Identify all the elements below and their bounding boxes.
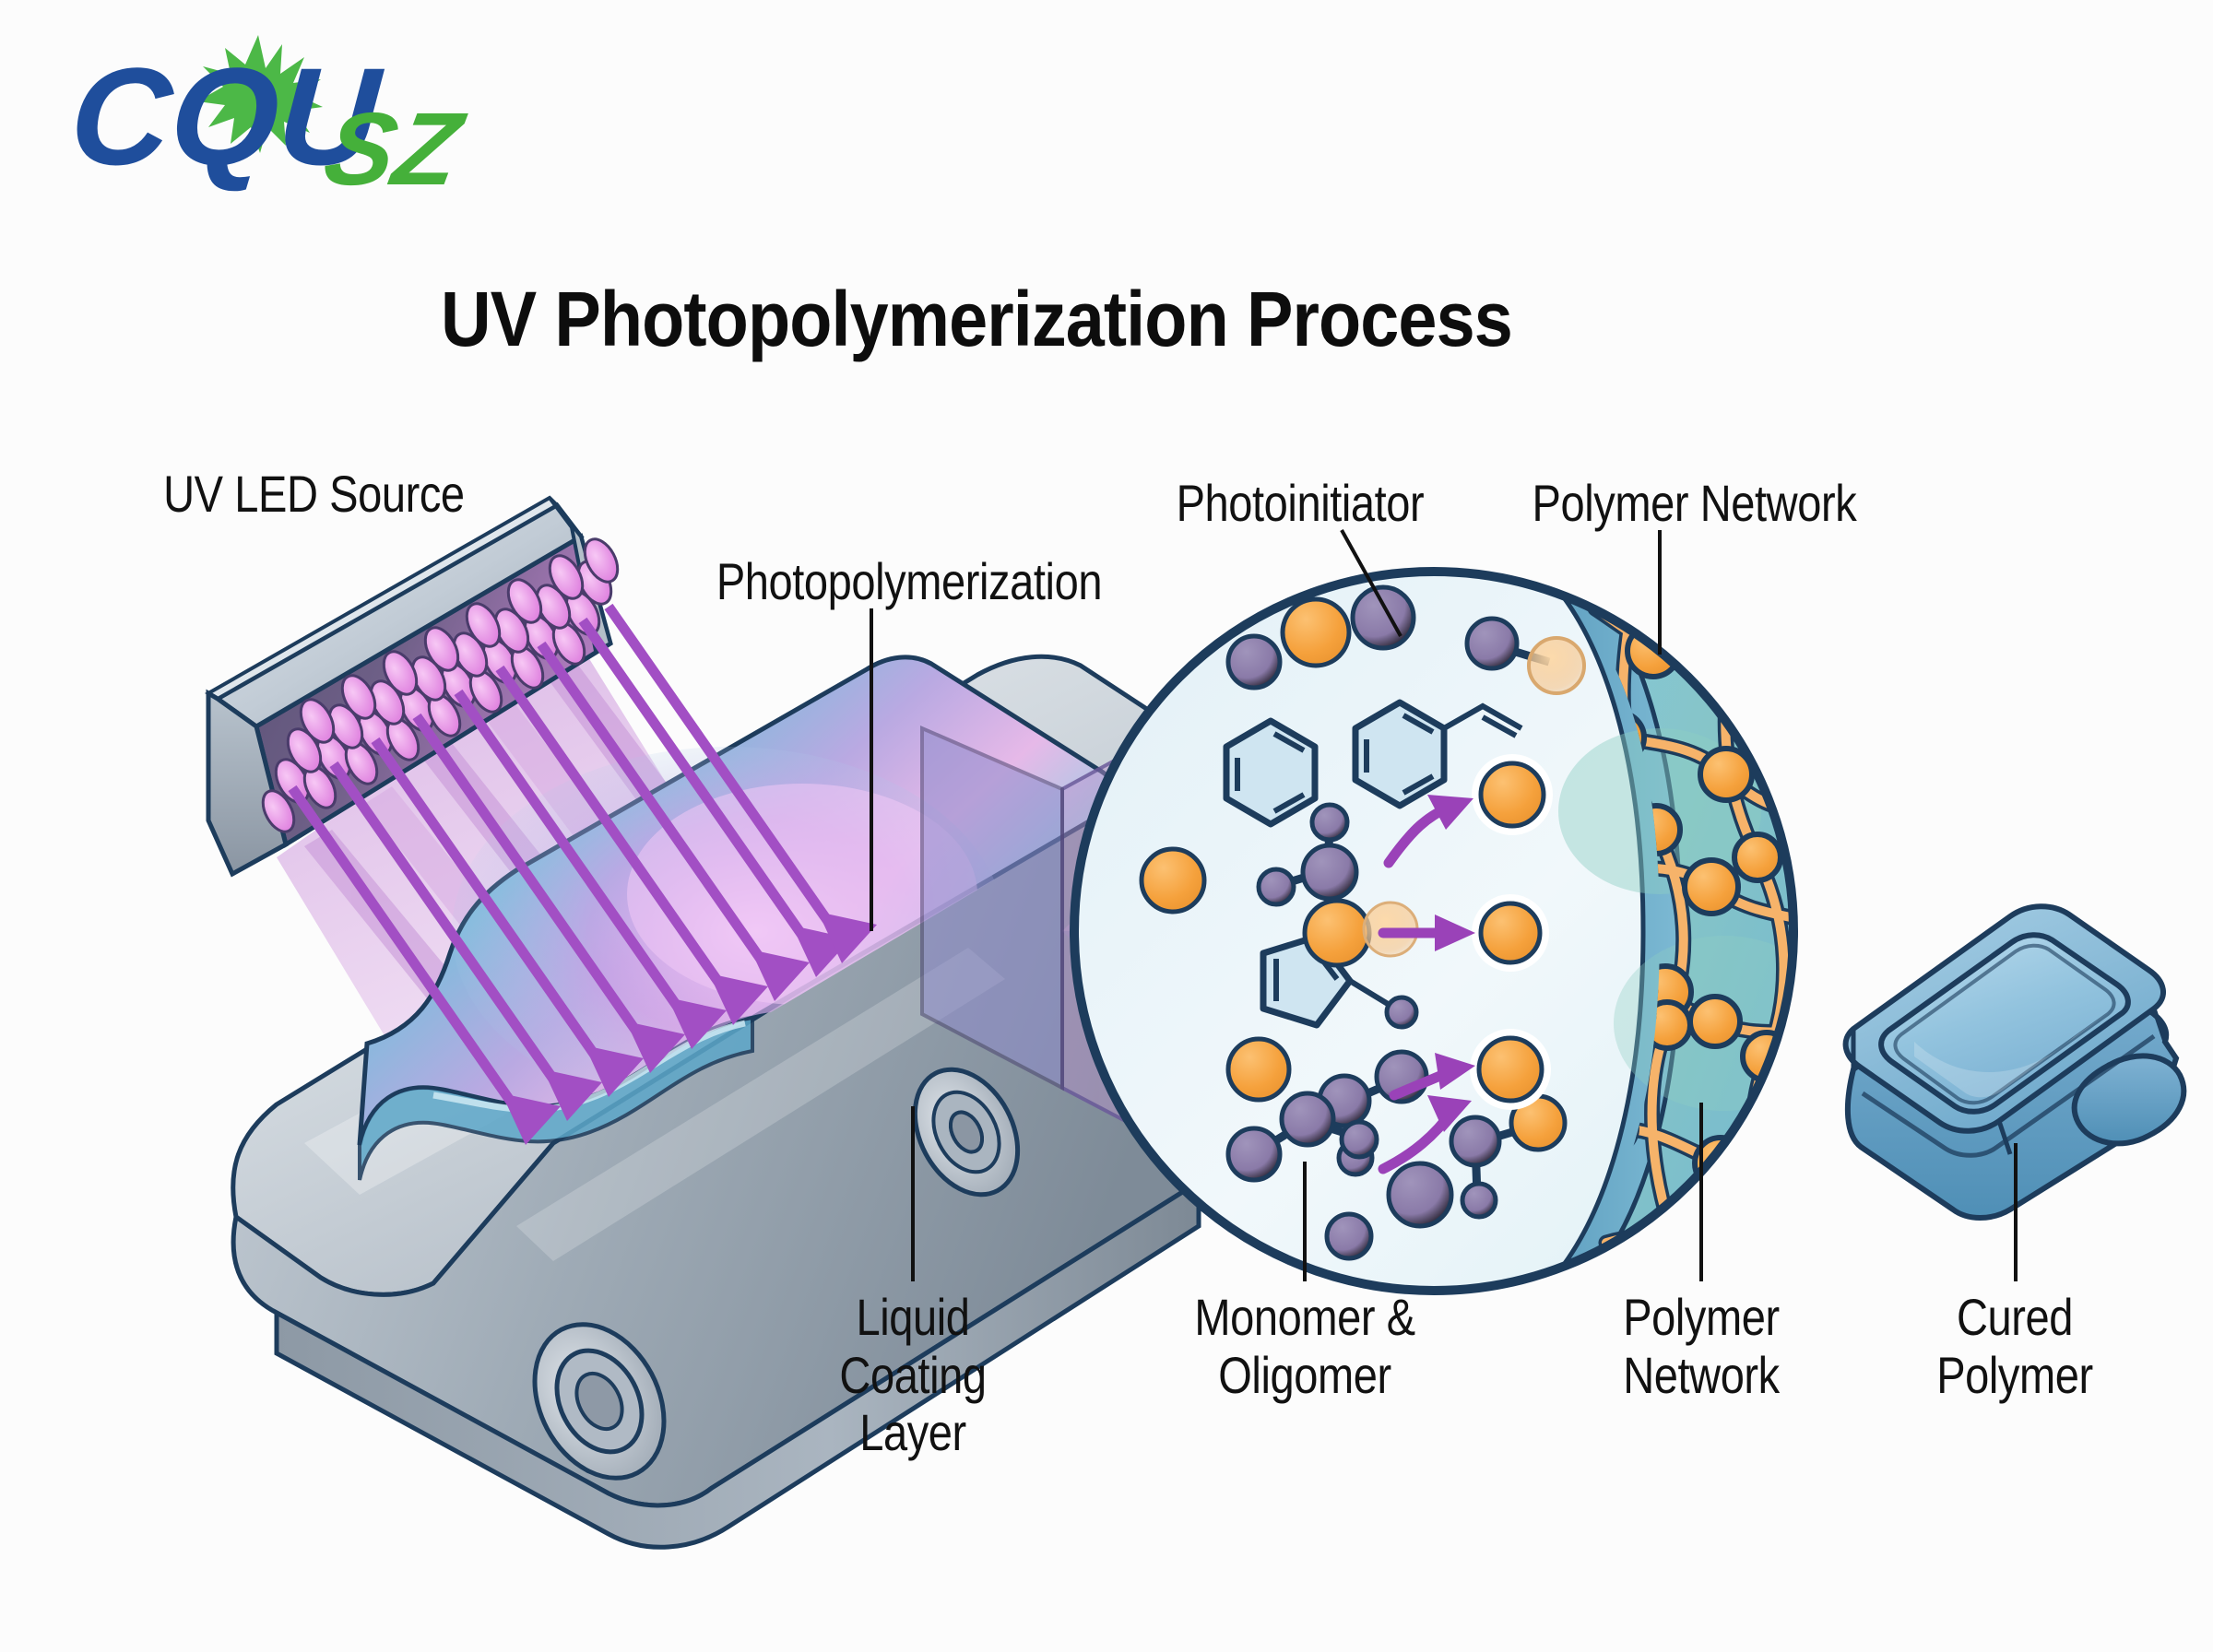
leader-lines <box>870 529 2018 1281</box>
monomer-sphere <box>1225 584 1454 1261</box>
logo: CQU SZ <box>72 26 662 210</box>
monomer-molecule <box>1256 802 1359 907</box>
radical-sphere <box>1470 754 1553 1110</box>
starburst-icon <box>197 35 323 153</box>
logo-primary-text: CQU <box>72 39 387 194</box>
label-polymer-network-top: Polymer Network <box>1532 474 1857 532</box>
label-uv-led-source: UV LED Source <box>163 465 465 523</box>
belt-roller-left <box>532 1322 667 1481</box>
uv-beam-arrowheads <box>502 912 877 1145</box>
reaction-arrowhead <box>1427 795 1475 1132</box>
cured-polymer-part <box>1842 903 2187 1221</box>
label-photoinitiator: Photoinitiator <box>1176 474 1425 532</box>
label-monomer-oligomer: Monomer & Oligomer <box>1194 1288 1415 1404</box>
monomer-molecule <box>1464 616 1586 695</box>
uv-led-panel <box>205 495 620 878</box>
label-photopolymerization: Photopolymerization <box>716 552 1103 610</box>
belt-roller-right <box>912 1067 1021 1198</box>
led-dot-array <box>261 537 620 833</box>
monomer-molecule <box>1449 1093 1568 1220</box>
monomer-molecule <box>1225 1091 1379 1183</box>
label-cured-polymer: Cured Polymer <box>1936 1288 2093 1404</box>
molecular-inset-circle <box>1070 567 1798 1295</box>
logo-secondary-text: SZ <box>316 91 472 206</box>
page-title: UV Photopolymerization Process <box>441 276 1513 362</box>
logo-svg: CQU SZ <box>72 35 473 206</box>
label-polymer-network-bottom: Polymer Network <box>1623 1288 1780 1404</box>
label-liquid-coating-layer: Liquid Coating Layer <box>839 1288 987 1462</box>
uv-beam-arrows <box>288 603 846 1127</box>
